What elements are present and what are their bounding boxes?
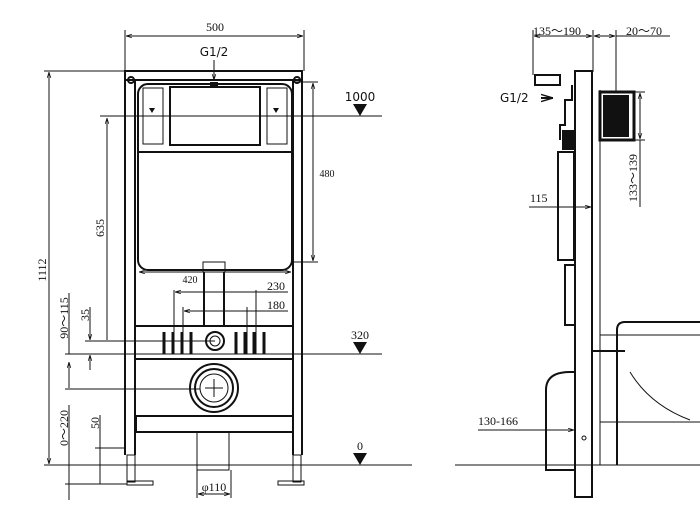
dim-0-220-label: 0～220 (57, 410, 71, 446)
level-320-label: 320 (351, 328, 369, 342)
dim-1112-label: 1112 (35, 258, 49, 281)
flush-plate (598, 90, 636, 142)
level-1000-label: 1000 (345, 90, 376, 104)
outlet-pipe (135, 363, 294, 471)
dim-115-label: 115 (530, 191, 548, 205)
frame (124, 70, 305, 486)
side-view: 135～190 20～70 G1/2 115 133～139 130-166 (455, 24, 700, 498)
side-inlet-label: G1/2 (500, 91, 529, 105)
dim-50-label: 50 (88, 417, 102, 429)
wall-hung-toilet (592, 321, 700, 465)
dim-133-139-label: 133～139 (626, 154, 640, 202)
dim-180-label: 180 (267, 298, 285, 312)
dim-35-label: 35 (78, 309, 92, 321)
dim-420-label: 420 (183, 275, 198, 286)
level-0-label: 0 (357, 439, 363, 453)
width-label: 500 (206, 20, 224, 34)
dim-130-166-label: 130-166 (478, 414, 518, 428)
dim-480-label: 480 (320, 169, 335, 180)
side-frame (534, 70, 601, 498)
mounting-plate (136, 290, 293, 360)
front-view: 500 G1/2 1000 320 0 480 635 1112 420 230… (35, 20, 412, 500)
dim-20-70-label: 20～70 (626, 24, 662, 38)
dim-135-190-label: 135～190 (533, 24, 581, 38)
dimension-lines (44, 30, 412, 500)
dim-635-label: 635 (93, 219, 107, 237)
pipe-diameter-label: φ110 (202, 480, 226, 494)
dim-90-115-label: 90～115 (57, 297, 71, 339)
side-dimension-lines (455, 30, 700, 466)
inlet-label: G1/2 (200, 45, 229, 59)
dim-230-label: 230 (267, 279, 285, 293)
